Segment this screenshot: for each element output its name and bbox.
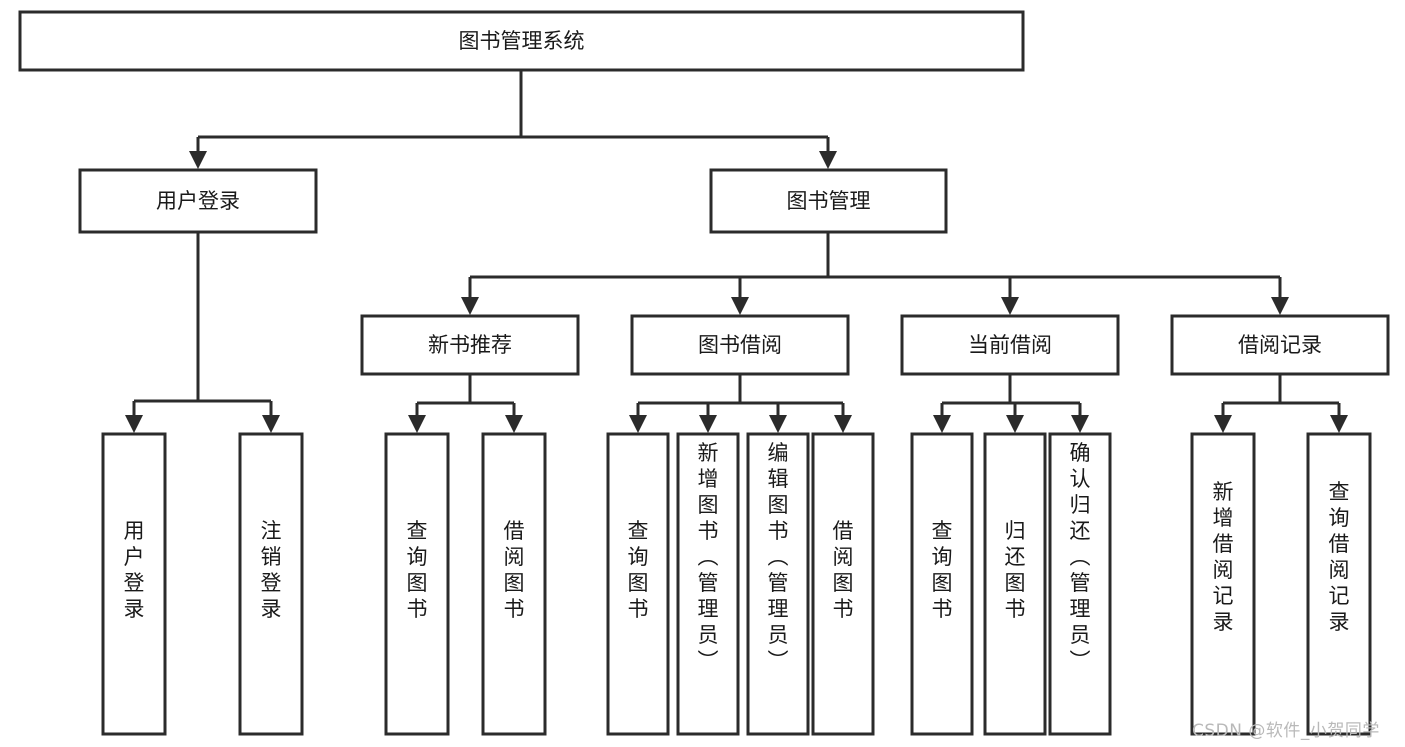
node-rect xyxy=(1048,432,1112,736)
node-rect xyxy=(630,314,850,376)
node-rect xyxy=(1306,432,1372,736)
node-label: 注销登录 xyxy=(261,519,282,621)
node-rect xyxy=(910,432,974,736)
node-label: 图书借阅 xyxy=(698,333,782,357)
node-label: 查询借阅记录 xyxy=(1329,480,1350,634)
node-rect xyxy=(676,432,740,736)
connector-current-to-leaves xyxy=(933,374,1089,433)
node-rect xyxy=(481,432,547,736)
node-rect xyxy=(238,432,304,736)
leaf-node-leaf-current-query-book[interactable]: 查询图书 xyxy=(910,432,974,736)
node-label: 查询图书 xyxy=(628,519,649,621)
connector-borrow-to-leaves xyxy=(629,374,852,433)
leaf-node-leaf-borrow-query-book[interactable]: 查询图书 xyxy=(606,432,670,736)
node-rect xyxy=(606,432,670,736)
connector-record-to-leaves xyxy=(1214,374,1348,433)
node-rect xyxy=(78,168,318,234)
node-rect xyxy=(1170,314,1390,376)
node-label: 图书管理系统 xyxy=(459,29,585,53)
node-label: 借阅图书 xyxy=(504,519,525,621)
node-label: 借阅图书 xyxy=(833,519,854,621)
node-label: 图书管理 xyxy=(787,189,871,213)
node-label: 新增借阅记录 xyxy=(1213,480,1234,634)
node-rect xyxy=(709,168,948,234)
node-rect xyxy=(746,432,810,736)
leaf-node-leaf-record-query[interactable]: 查询借阅记录 xyxy=(1306,432,1372,736)
leaf-node-leaf-user-logout[interactable]: 注销登录 xyxy=(238,432,304,736)
node-label: 借阅记录 xyxy=(1238,333,1322,357)
leaf-node-leaf-user-login[interactable]: 用户登录 xyxy=(101,432,167,736)
level3-node-borrow-record[interactable]: 借阅记录 xyxy=(1170,314,1390,376)
node-label: 确认归还︵管理员︶ xyxy=(1070,441,1091,673)
leaf-node-leaf-borrow-edit-book[interactable]: 编辑图书︵管理员︶ xyxy=(746,432,810,736)
leaf-node-leaf-record-add[interactable]: 新增借阅记录 xyxy=(1190,432,1256,736)
node-rect xyxy=(101,432,167,736)
node-rect xyxy=(360,314,580,376)
leaf-node-leaf-rec-borrow-book[interactable]: 借阅图书 xyxy=(481,432,547,736)
connector-bookmanage-to-level3 xyxy=(461,232,1289,315)
level3-node-book-borrow[interactable]: 图书借阅 xyxy=(630,314,850,376)
leaf-node-leaf-current-return-book[interactable]: 归还图书 xyxy=(983,432,1047,736)
level2-node-user-login[interactable]: 用户登录 xyxy=(78,168,318,234)
node-label: 查询图书 xyxy=(932,519,953,621)
node-label: 当前借阅 xyxy=(968,333,1052,357)
leaf-node-leaf-borrow-add-book[interactable]: 新增图书︵管理员︶ xyxy=(676,432,740,736)
connectors-layer xyxy=(125,70,1348,433)
node-label: 查询图书 xyxy=(407,519,428,621)
node-rect xyxy=(983,432,1047,736)
leaf-node-leaf-rec-query-book[interactable]: 查询图书 xyxy=(384,432,450,736)
node-label: 编辑图书︵管理员︶ xyxy=(768,441,789,673)
node-label: 归还图书 xyxy=(1005,519,1026,621)
node-rect xyxy=(18,10,1025,72)
node-label: 用户登录 xyxy=(156,189,240,213)
leaf-node-leaf-borrow-borrow-book[interactable]: 借阅图书 xyxy=(811,432,875,736)
level3-node-current-borrow[interactable]: 当前借阅 xyxy=(900,314,1120,376)
node-rect xyxy=(1190,432,1256,736)
node-label: 新书推荐 xyxy=(428,333,512,357)
leaf-node-leaf-current-confirm-return[interactable]: 确认归还︵管理员︶ xyxy=(1048,432,1112,736)
node-label: 新增图书︵管理员︶ xyxy=(698,441,719,673)
root-node-root[interactable]: 图书管理系统 xyxy=(18,10,1025,72)
nodes-layer: 图书管理系统用户登录图书管理新书推荐图书借阅当前借阅借阅记录用户登录注销登录查询… xyxy=(18,10,1390,736)
connector-root-to-level2 xyxy=(189,70,837,169)
level2-node-book-manage[interactable]: 图书管理 xyxy=(709,168,948,234)
level3-node-new-book-recommend[interactable]: 新书推荐 xyxy=(360,314,580,376)
connector-recommend-to-leaves xyxy=(408,374,523,433)
node-rect xyxy=(811,432,875,736)
node-rect xyxy=(900,314,1120,376)
connector-userlogin-to-leaves xyxy=(125,232,280,433)
node-label: 用户登录 xyxy=(124,519,145,621)
node-rect xyxy=(384,432,450,736)
